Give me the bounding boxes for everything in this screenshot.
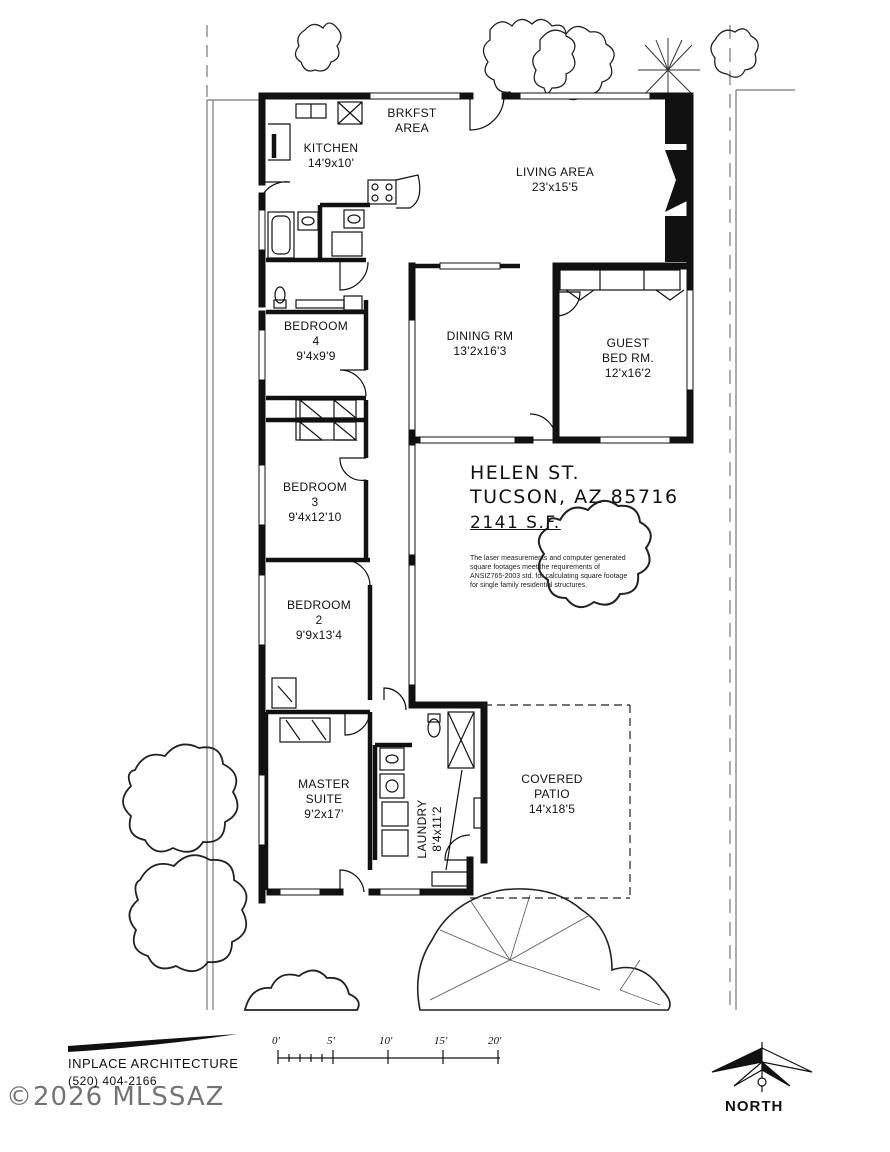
patio-grill bbox=[473, 797, 483, 829]
room-bedroom2-name: BEDROOM bbox=[286, 598, 352, 612]
measurement-note: The laser measurements and computer gene… bbox=[470, 555, 628, 589]
room-kitchen: KITCHEN 14'9x10' bbox=[298, 141, 364, 171]
tree-canopy-center bbox=[537, 499, 652, 609]
room-breakfast-line1: BRKFST bbox=[387, 106, 437, 120]
scale-tick-10: 10' bbox=[379, 1035, 393, 1047]
toilet-icon bbox=[274, 286, 286, 304]
brand-logo-swoosh bbox=[68, 1034, 238, 1052]
scale-tick-5: 5' bbox=[327, 1035, 335, 1047]
tree-canopy-left-top bbox=[122, 743, 239, 853]
brand-phone: (520) 404-2166 bbox=[68, 1074, 158, 1088]
tree-canopy-top-right bbox=[532, 25, 615, 101]
room-bedroom3-num: 3 bbox=[311, 495, 319, 509]
room-patio-line2: PATIO bbox=[534, 787, 570, 801]
room-breakfast: BRKFST AREA bbox=[386, 106, 438, 136]
range-icon bbox=[367, 179, 397, 205]
scale-tick-15: 15' bbox=[434, 1035, 448, 1047]
closet-shelf bbox=[295, 299, 345, 309]
landscaping bbox=[122, 18, 759, 1011]
room-bedroom4-num: 4 bbox=[312, 334, 320, 348]
room-master-line2: SUITE bbox=[305, 792, 343, 806]
windows bbox=[258, 92, 694, 896]
address-area: 2141 S.F. bbox=[470, 513, 561, 533]
shower-icon bbox=[331, 231, 363, 257]
room-patio-dims: 14'x18'5 bbox=[528, 802, 576, 816]
laundry-counter bbox=[431, 871, 469, 887]
closet-bed4 bbox=[295, 399, 357, 419]
closet-master bbox=[279, 717, 331, 743]
fireplace bbox=[665, 98, 689, 262]
room-bedroom4-name: BEDROOM bbox=[283, 319, 349, 333]
island-counter bbox=[395, 174, 421, 209]
scale-bar bbox=[277, 1050, 500, 1064]
room-bedroom4-dims: 9'4x9'9 bbox=[296, 349, 336, 363]
room-dining: DINING RM 13'2x16'3 bbox=[438, 329, 522, 359]
address-city: TUCSON, AZ 85716 bbox=[470, 486, 679, 508]
doors bbox=[261, 95, 581, 893]
room-bedroom2-dims: 9'9x13'4 bbox=[295, 628, 343, 642]
tree-canopy-left-bottom bbox=[128, 854, 248, 972]
north-label: NORTH bbox=[725, 1098, 784, 1115]
room-master-line1: MASTER bbox=[298, 777, 350, 791]
vanity-sink-icon bbox=[343, 209, 365, 229]
tree-canopy-bottom bbox=[243, 969, 360, 1011]
room-master: MASTER SUITE 9'2x17' bbox=[286, 777, 362, 822]
room-guest: GUEST BED RM. 12'x16'2 bbox=[588, 336, 668, 381]
bathtub-icon bbox=[267, 211, 295, 259]
room-bedroom2-num: 2 bbox=[315, 613, 323, 627]
tree-canopy-bottom-right-veins bbox=[429, 894, 661, 1006]
room-guest-line2: BED RM. bbox=[601, 351, 655, 365]
room-bedroom4: BEDROOM 4 9'4x9'9 bbox=[276, 319, 356, 364]
room-laundry-name: LAUNDRY bbox=[415, 799, 429, 859]
room-patio-line1: COVERED bbox=[521, 772, 583, 786]
room-living-dims: 23'x15'5 bbox=[531, 180, 579, 194]
room-laundry-dims: 8'4x11'2 bbox=[430, 806, 444, 852]
room-bedroom3-name: BEDROOM bbox=[282, 480, 348, 494]
north-compass-icon bbox=[711, 1042, 813, 1092]
room-master-dims: 9'2x17' bbox=[304, 807, 344, 821]
room-living-name: LIVING AREA bbox=[516, 165, 594, 179]
room-breakfast-line2: AREA bbox=[395, 121, 429, 135]
scale-tick-20: 20' bbox=[488, 1035, 502, 1047]
fixtures bbox=[267, 101, 483, 887]
closet-bed3 bbox=[295, 421, 357, 441]
shrub-top bbox=[294, 22, 342, 72]
bath-sink-icon bbox=[297, 211, 319, 231]
refrigerator-icon bbox=[337, 101, 363, 125]
room-bedroom3-dims: 9'4x12'10 bbox=[288, 510, 342, 524]
guest-closets bbox=[559, 269, 685, 301]
tree-canopy-right bbox=[710, 28, 759, 78]
patio-outline bbox=[470, 704, 631, 899]
brand-name: INPLACE ARCHITECTURE bbox=[68, 1056, 239, 1071]
room-bedroom3: BEDROOM 3 9'4x12'10 bbox=[272, 480, 358, 525]
room-bedroom2: BEDROOM 2 9'9x13'4 bbox=[276, 598, 362, 643]
closet-bed2 bbox=[271, 677, 297, 709]
interior-walls bbox=[263, 134, 559, 890]
room-dining-name: DINING RM bbox=[446, 329, 514, 343]
kitchen-counter bbox=[268, 123, 291, 161]
master-toilet-icon bbox=[427, 718, 441, 738]
dryer-icon bbox=[381, 829, 409, 857]
scale-tick-0: 0' bbox=[272, 1035, 280, 1047]
tree-canopy-bottom-right bbox=[416, 888, 671, 1011]
washer-icon bbox=[381, 801, 409, 827]
address-street: HELEN ST. bbox=[470, 462, 581, 484]
master-shower-icon bbox=[447, 711, 475, 769]
room-guest-line1: GUEST bbox=[606, 336, 650, 350]
room-patio: COVERED PATIO 14'x18'5 bbox=[508, 772, 596, 817]
room-kitchen-name: KITCHEN bbox=[303, 141, 359, 155]
room-guest-dims: 12'x16'2 bbox=[604, 366, 652, 380]
room-laundry: LAUNDRY 8'4x11'2 bbox=[415, 789, 445, 869]
master-vanity-icon bbox=[379, 773, 405, 799]
room-living: LIVING AREA 23'x15'5 bbox=[505, 165, 605, 195]
master-sink-icon bbox=[379, 747, 405, 771]
watermark: ©2026 MLSSAZ bbox=[6, 1082, 225, 1112]
room-dining-dims: 13'2x16'3 bbox=[453, 344, 507, 358]
room-kitchen-dims: 14'9x10' bbox=[307, 156, 355, 170]
linen-closet bbox=[343, 295, 363, 311]
tree-canopy-top bbox=[482, 18, 576, 100]
palm-tree bbox=[638, 38, 700, 100]
